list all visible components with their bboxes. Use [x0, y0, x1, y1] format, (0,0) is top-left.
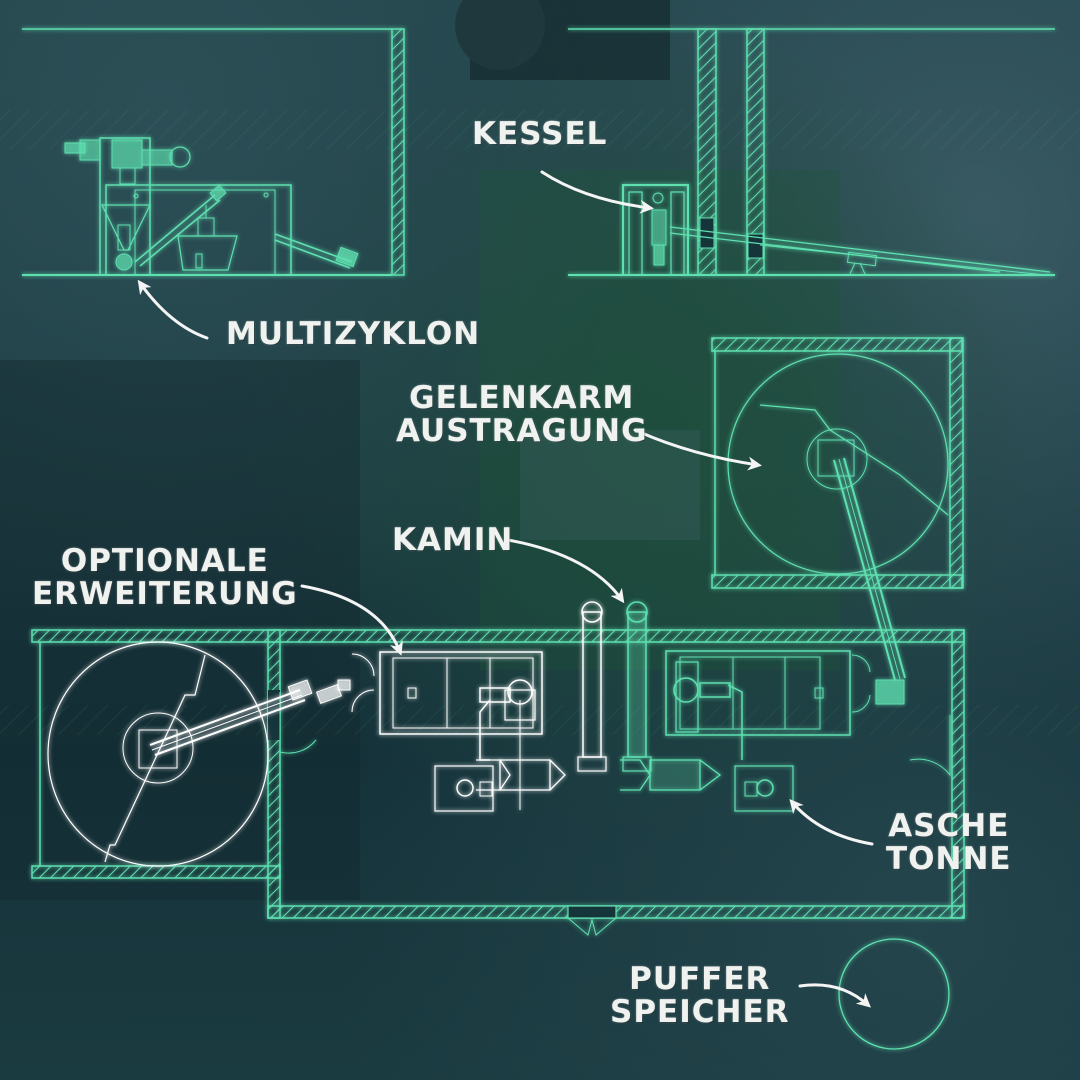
- arrow-kamin: [506, 538, 625, 604]
- label-optionale-line2: ERWEITERUNG: [32, 575, 298, 612]
- side-view-multizyklon: [22, 28, 405, 276]
- label-kessel: KESSEL: [472, 118, 607, 151]
- label-asche-line1: ASCHE: [888, 808, 1010, 844]
- side-view-kessel: [568, 28, 1055, 276]
- arrow-gelenkarm: [633, 428, 762, 471]
- label-multizyklon: MULTIZYKLON: [226, 318, 480, 351]
- label-kessel-line1: KESSEL: [472, 116, 608, 152]
- label-puffer-line1: PUFFER: [629, 961, 771, 997]
- label-kamin: KAMIN: [392, 524, 513, 557]
- label-asche-line2: TONNE: [886, 840, 1012, 877]
- plan-view-pufferspeicher: [838, 938, 950, 1050]
- arrow-multizyklon: [137, 279, 209, 340]
- arrow-puffer: [798, 983, 871, 1008]
- annotation-arrows: [137, 170, 874, 1008]
- arrow-kessel: [540, 170, 654, 214]
- label-asche-tonne: ASCHE TONNE: [886, 810, 1012, 875]
- label-puffer-speicher: PUFFER SPEICHER: [610, 963, 790, 1028]
- label-gelenkarm-line1: GELENKARM: [409, 380, 635, 416]
- label-kamin-line1: KAMIN: [392, 522, 514, 558]
- label-optionale-erweiterung: OPTIONALE ERWEITERUNG: [32, 545, 298, 610]
- label-gelenkarm-line2: AUSTRAGUNG: [396, 412, 648, 449]
- label-multizyklon-line1: MULTIZYKLON: [226, 316, 481, 352]
- plan-view-boiler-room: [31, 629, 965, 936]
- boiler-left: [351, 601, 607, 812]
- arrow-optionale: [300, 584, 403, 656]
- plan-view-optional-silo: [47, 641, 351, 867]
- label-puffer-line2: SPEICHER: [610, 993, 790, 1030]
- boiler-right: [620, 601, 871, 812]
- label-optionale-line1: OPTIONALE: [60, 543, 269, 579]
- arrow-asche: [789, 798, 874, 846]
- label-gelenkarm-austragung: GELENKARM AUSTRAGUNG: [396, 382, 648, 447]
